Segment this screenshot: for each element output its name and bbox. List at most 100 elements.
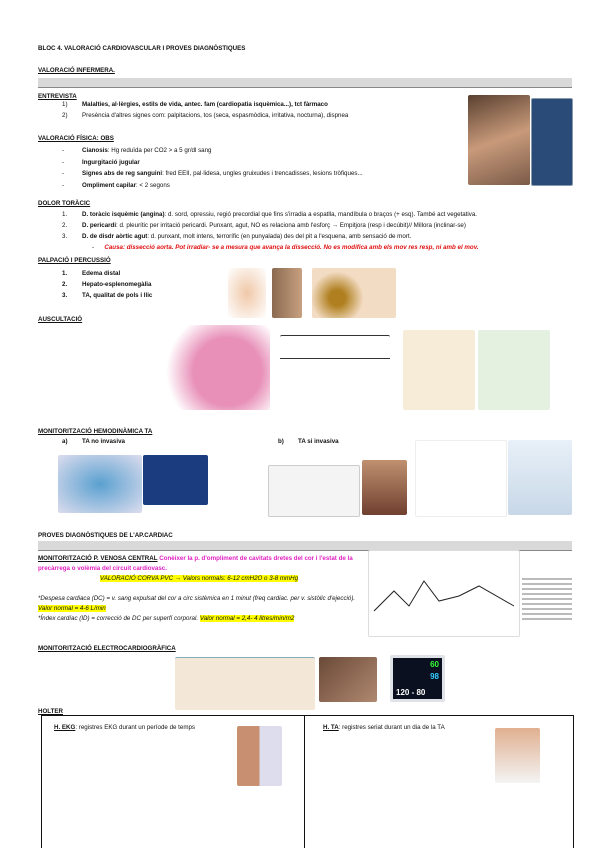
ecg-chest-photo [319,657,377,702]
item-number: a) [62,438,68,445]
item-text: : fred EEII, pal·lidesa, ungles gruixude… [162,170,363,177]
pvc-waveform [373,580,515,612]
edema-leg-image [272,268,302,318]
item-number: 3. [62,233,68,240]
pvc-curve-note: VALORACIÓ CORVA PVC → Valors normals: 6-… [99,575,299,582]
auscultacio-heading: AUSCULTACIÓ [38,316,83,323]
ecg-electrode-placement-image [175,657,315,710]
section-divider [38,541,572,551]
item-term: Ingurgitació jugular [82,158,140,166]
item-text: TA no invasiva [82,438,125,445]
item-number: 3. [62,292,68,299]
murmur-table-right-image [478,330,550,410]
id-definition: *Índex cardíac (ID) = correcció de DC pe… [38,615,199,622]
palpacio-heading: PALPACIÓ I PERCUSSIÓ [38,257,111,264]
holter-heading: HOLTER [38,708,63,715]
transducer-setup-image [508,440,572,515]
item-text: : d. pleurític per irritació pericardi. … [116,222,466,229]
item-number: 1. [62,270,68,277]
hepatomegaly-image [312,268,396,318]
item-term: Cianosis [82,147,108,154]
holter-ta-text: H. TA: registres seriat durant un dia de… [323,724,445,731]
dolor-list: 1. D. toràcic isquèmic (angina): d. sord,… [62,209,479,253]
item-term: D. toràcic isquèmic (angina) [82,211,165,218]
item-number: b) [278,438,284,445]
item-text: : Hg reduïda per CO2 > a 5 gr/dl sang [107,147,212,154]
ta-invasiva-label: b) TA si invasiva [278,438,339,445]
holter-ta-description: : registres seriat durant un dia de la T… [338,724,445,731]
item-number: 2. [62,222,68,229]
holter-ta-label: H. TA [323,724,339,731]
list-item: 2) Presència d'altres signes com: palpita… [62,112,348,119]
pvc-block: MONITORITZACIÓ P. VENOSA CENTRAL Conèixe… [38,554,360,624]
spo2-readout: 98 [430,672,439,681]
arterial-line-photo [362,460,407,515]
list-item: 1. D. toràcic isquèmic (angina): d. sord,… [62,209,479,220]
holter-ekg-image [237,726,282,786]
edema-feet-image [228,268,266,318]
list-item: 2. Hepato-esplenomegàlia [62,279,152,290]
arterial-waveform-image [268,465,360,517]
holter-ta-box: H. TA: registres seriat durant un dia de… [304,715,574,848]
entrevista-heading: ENTREVISTA [38,93,77,100]
holter-ekg-text: H. EKG: registres EKG durant un període … [54,724,195,731]
heart-sounds-diagram [280,335,390,381]
list-item: -Cianosis: Hg reduïda per CO2 > a 5 gr/d… [62,147,212,154]
murmur-table-left-image [403,330,475,410]
item-text: Hepato-esplenomegàlia [82,281,152,288]
pvc-curve-image [368,550,520,637]
holter-ta-image [495,728,540,783]
list-item: 1. Edema distal [62,268,152,279]
palpacio-list: 1. Edema distal 2. Hepato-esplenomegàlia 3… [62,268,152,301]
item-text: : < 2 segons [135,181,170,189]
dolor-heading: DOLOR TORÀCIC [38,200,91,207]
jugular-photo [468,95,530,185]
section-divider [38,78,572,88]
waveform-variations-image [415,440,507,517]
document-title: BLOC 4. VALORACIÓ CARDIOVASCULAR I PROVE… [38,45,246,52]
cause-note: - Causa: dissecció aorta. Pot irradiar- … [92,244,479,251]
list-item: -Ingurgitació jugular [62,158,140,166]
item-term: Ompliment capilar [82,181,136,189]
fisica-heading: VALORACIÓ FÍSICA: OBS [38,135,114,142]
ecg-monitor-image: 60 98 120 - 80 [390,655,445,702]
section-heading-proves: PROVES DIAGNÒSTIQUES DE L'AP.CARDIAC [38,532,173,539]
list-item: -Signes abs de reg sanguini: fred EEII, … [62,170,363,177]
jugular-info-panel-image [531,98,573,186]
item-number: 2. [62,281,68,288]
pvc-heading: MONITORITZACIÓ P. VENOSA CENTRAL [38,555,158,562]
item-number: 1. [62,211,68,218]
item-text: Presència d'altres signes com: palpitaci… [82,112,349,119]
item-number: 1) [62,101,68,108]
dc-definition: *Despesa cardiaca (DC) = v. sang expulsa… [38,595,356,602]
cause-text: Causa: dissecció aorta. Pot irradiar- se… [104,244,479,251]
item-text: Malalties, al·lèrgies, estils de vida, a… [82,101,328,108]
heart-rate-readout: 60 [430,660,439,669]
dc-normal-value: Valor normal = 4-6 L/min [38,605,106,612]
item-number: 2) [62,112,68,119]
item-text: TA si invasiva [298,438,339,445]
bp-cuff-image [58,455,142,513]
holter-ekg-label: H. EKG [54,724,76,731]
list-item: 3. TA, qualitat de pols i llic [62,290,152,301]
item-text: TA, qualitat de pols i llic [82,292,153,299]
pvc-legend-image [522,575,572,623]
fisica-list: -Cianosis: Hg reduïda per CO2 > a 5 gr/d… [62,145,363,191]
item-term: D. de disdr aòrtic agut [82,233,148,240]
section-heading-valoracio: VALORACIÓ INFERMERA. [38,67,115,74]
item-text: Edema distal [82,270,121,277]
list-item: 2. D. pericardi: d. pleurític per irritac… [62,220,479,231]
item-text: : d. sord, opressiu, regió precordial qu… [164,211,478,218]
list-item: 3.D. de disdr aòrtic agut: d. punxant, m… [62,231,479,242]
list-item: -Ompliment capilar: < 2 segons [62,181,170,189]
bp-reading-image [143,455,208,505]
hemodinamica-heading: MONITORITZACIÓ HEMODINÀMICA TA [38,428,153,435]
id-normal-value: Valor normal = 2,4- 4 litres/min/m2 [199,615,295,622]
list-item: 1) Malalties, al·lèrgies, estils de vida,… [62,101,328,108]
bp-readout: 120 - 80 [396,688,426,697]
item-term: D. pericardi [82,222,117,229]
holter-ekg-description: : registres EKG durant un període de tem… [75,724,196,731]
ecg-heading: MONITORITZACIÓ ELECTROCARDIOGRÀFICA [38,645,176,652]
pvc-description: Conèixer la p. d'ompliment de cavitats d… [38,555,353,572]
